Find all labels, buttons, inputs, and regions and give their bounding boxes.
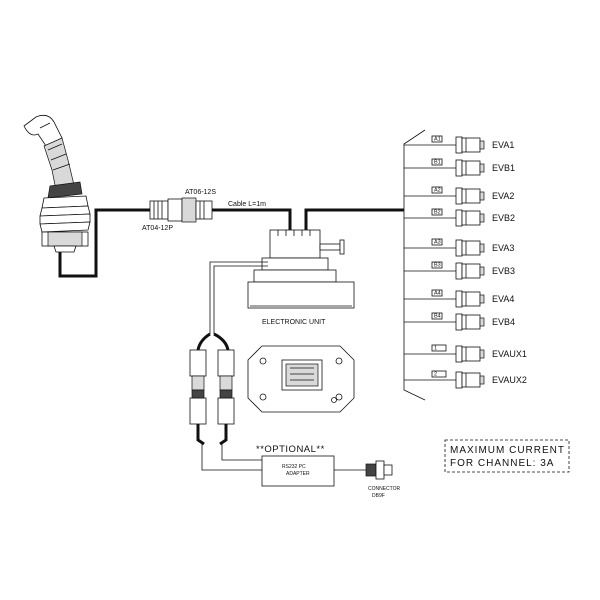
- valve-connector: [461, 188, 481, 204]
- max-current-note: [444, 439, 570, 473]
- valve-connector-collar: [455, 209, 463, 227]
- label-electronic-unit: ELECTRONIC UNIT: [262, 319, 326, 326]
- label-at06-12s: AT06-12S: [185, 189, 216, 196]
- wire-marker: [431, 261, 443, 269]
- wire-marker: [431, 135, 443, 143]
- wire-marker: [431, 158, 443, 166]
- joystick: [23, 114, 91, 253]
- valve-connector-collar: [455, 187, 463, 205]
- valve-connector-collar: [455, 136, 463, 154]
- wire-marker: [431, 344, 447, 352]
- unit-cable: [212, 208, 292, 230]
- output-label: EVAUX2: [492, 375, 527, 385]
- harness-connectors: [189, 349, 235, 425]
- wire-label: 2: [434, 372, 437, 378]
- valve-connector: [461, 240, 481, 256]
- valve-connector: [461, 372, 481, 388]
- valve-connector: [461, 160, 481, 176]
- wire-marker: [431, 238, 443, 246]
- output-label: EVA2: [492, 191, 514, 201]
- connector-at04-12p: [149, 198, 183, 222]
- valve-connector: [461, 314, 481, 330]
- label-connector-line1: CONNECTOR: [368, 486, 401, 492]
- valve-connector: [461, 137, 481, 153]
- valve-connector-collar: [455, 313, 463, 331]
- joystick-cable: [58, 208, 150, 278]
- diagnostic-cable: [209, 261, 268, 334]
- wire-marker: [431, 186, 443, 194]
- wire-label: A2: [434, 188, 441, 194]
- wire-marker: [431, 289, 443, 297]
- wire-label: B4: [434, 314, 441, 320]
- output-label: EVA4: [492, 294, 514, 304]
- wire-label: 1: [434, 346, 437, 352]
- valve-connector-collar: [455, 239, 463, 257]
- wire-label: A1: [434, 137, 441, 143]
- rs232-adapter: [261, 455, 335, 487]
- wire-marker: [431, 312, 443, 320]
- valve-connector-collar: [455, 262, 463, 280]
- output-label: EVAUX1: [492, 349, 527, 359]
- label-optional: **OPTIONAL**: [256, 444, 325, 455]
- output-label: EVA1: [492, 140, 514, 150]
- output-bus: [403, 129, 426, 401]
- valve-connector-collar: [455, 290, 463, 308]
- wire-marker: [431, 208, 443, 216]
- output-label: EVB1: [492, 163, 515, 173]
- valve-connector-collar: [455, 345, 463, 363]
- output-label: EVB2: [492, 213, 515, 223]
- electronic-unit: [247, 229, 355, 309]
- unit-output-cable: [304, 208, 404, 230]
- wire-marker: [431, 370, 447, 378]
- wire-label: B1: [434, 160, 441, 166]
- connector-at06-12s: [181, 197, 213, 223]
- valve-connector-collar: [455, 371, 463, 389]
- db9f-connector: [365, 460, 393, 480]
- output-label: EVA3: [492, 243, 514, 253]
- output-label: EVB3: [492, 266, 515, 276]
- output-label: EVB4: [492, 317, 515, 327]
- valve-connector: [461, 210, 481, 226]
- valve-connector: [461, 346, 481, 362]
- valve-connector-collar: [455, 159, 463, 177]
- wire-label: B3: [434, 263, 441, 269]
- valve-connector: [461, 263, 481, 279]
- valve-connector: [461, 291, 481, 307]
- output-list: A1EVA1B1EVB1A2EVA2B2EVB2A3EVA3B3EVB3A4EV…: [404, 135, 527, 389]
- label-adapter-line2: ADAPTER: [286, 471, 310, 477]
- label-cable: Cable L=1m: [228, 201, 266, 208]
- label-connector-line2: DB9F: [372, 493, 385, 499]
- control-module: [247, 345, 355, 413]
- wire-label: B2: [434, 210, 441, 216]
- label-adapter-line1: RS232 PC: [282, 464, 306, 470]
- label-at04-12p: AT04-12P: [142, 225, 173, 232]
- note-line1: MAXIMUM CURRENT: [450, 445, 565, 456]
- wire-label: A4: [434, 291, 441, 297]
- note-line2: FOR CHANNEL: 3A: [450, 458, 554, 469]
- wire-label: A3: [434, 240, 441, 246]
